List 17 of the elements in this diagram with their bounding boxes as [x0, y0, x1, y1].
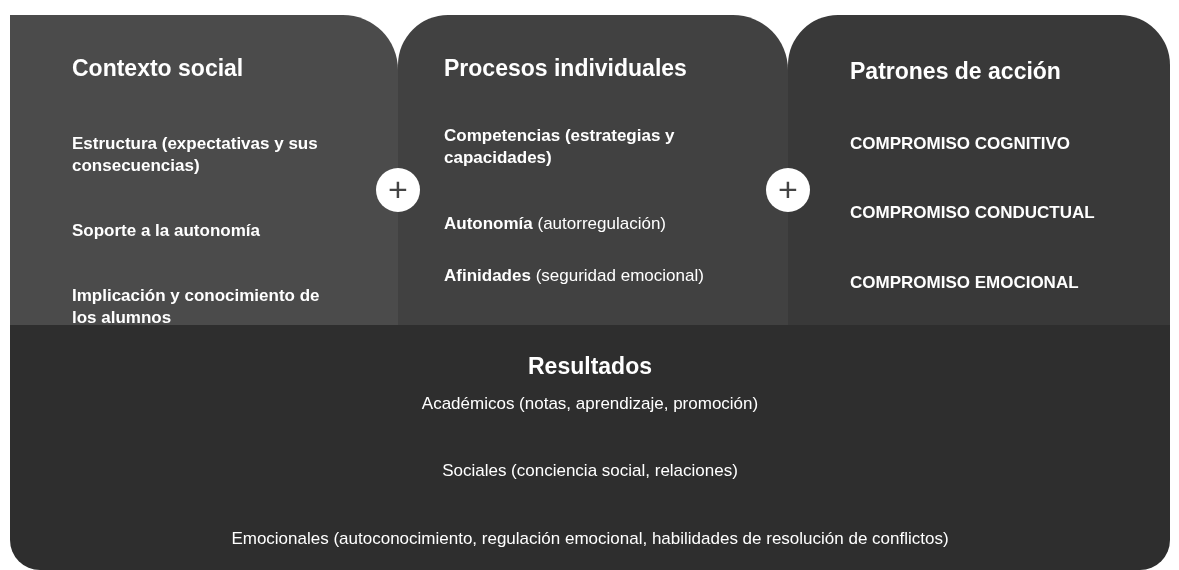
panel-heading: Patrones de acción: [850, 60, 1062, 82]
item-text: COMPROMISO CONDUCTUAL: [850, 202, 1096, 224]
item-text: COMPROMISO COGNITIVO: [850, 133, 1072, 155]
item-text: Sociales (conciencia social, relaciones): [441, 460, 739, 482]
panel-heading: Resultados: [527, 355, 653, 377]
item-text: COMPROMISO EMOCIONAL: [850, 272, 1080, 294]
item-text: Académicos (notas, aprendizaje, promoción): [420, 393, 760, 415]
item-text: Implicación y conocimiento de los alumnos: [72, 285, 321, 329]
panel-heading: Procesos individuales: [444, 57, 688, 79]
panel-heading: Contexto social: [72, 57, 245, 79]
item-text: Emocionales (autoconocimiento, regulación emocional, habilidades de resolución de conflictos): [230, 528, 950, 550]
item-text: Afinidades (seguridad emocional): [444, 265, 705, 287]
results-panel: [10, 325, 1170, 570]
item-text: Estructura (expectativas y sus consecuencias): [72, 133, 319, 177]
item-text: Soporte a la autonomía: [72, 220, 261, 242]
item-text: Autonomía (autorregulación): [444, 213, 668, 235]
item-text: Competencias (estrategias y capacidades): [444, 125, 676, 169]
